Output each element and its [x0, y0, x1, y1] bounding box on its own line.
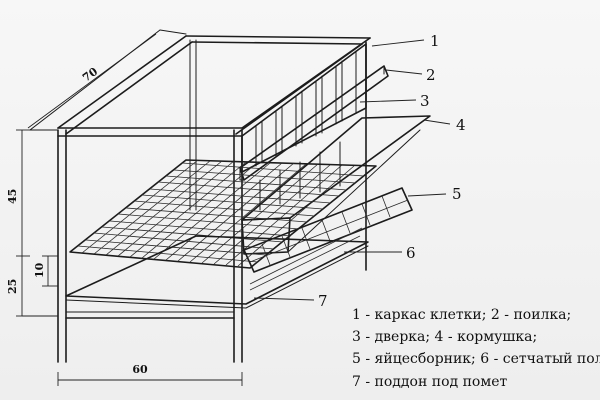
callout-5: 5	[452, 185, 462, 203]
dimension-lines	[16, 33, 243, 386]
dim-height-label: 45	[6, 189, 19, 204]
feeder-trough	[241, 115, 431, 255]
callout-7: 7	[318, 292, 328, 310]
drinker-trough	[239, 65, 389, 181]
dim-width-label: 70	[80, 65, 100, 85]
callout-leaders	[253, 39, 451, 301]
legend-line-3: 5 - яйцесборник; 6 - сетчатый пол	[352, 351, 600, 367]
dim-gap-label: 10	[33, 262, 46, 278]
callout-6: 6	[406, 244, 416, 262]
wire-floor	[69, 159, 377, 269]
legend-line-2: 3 - дверка; 4 - кормушка;	[352, 329, 538, 345]
legend-line-1: 1 - каркас клетки; 2 - поилка;	[352, 307, 572, 323]
dim-depth-label: 60	[132, 363, 148, 376]
legend-line-4: 7 - поддон под помет	[352, 374, 508, 390]
door-bars	[241, 43, 367, 211]
callout-2: 2	[426, 66, 436, 84]
callout-3: 3	[420, 92, 430, 110]
callout-1: 1	[430, 32, 440, 50]
dim-leg-label: 25	[6, 279, 19, 294]
egg-collector	[243, 187, 413, 273]
callout-4: 4	[456, 116, 466, 134]
droppings-tray	[65, 227, 369, 309]
